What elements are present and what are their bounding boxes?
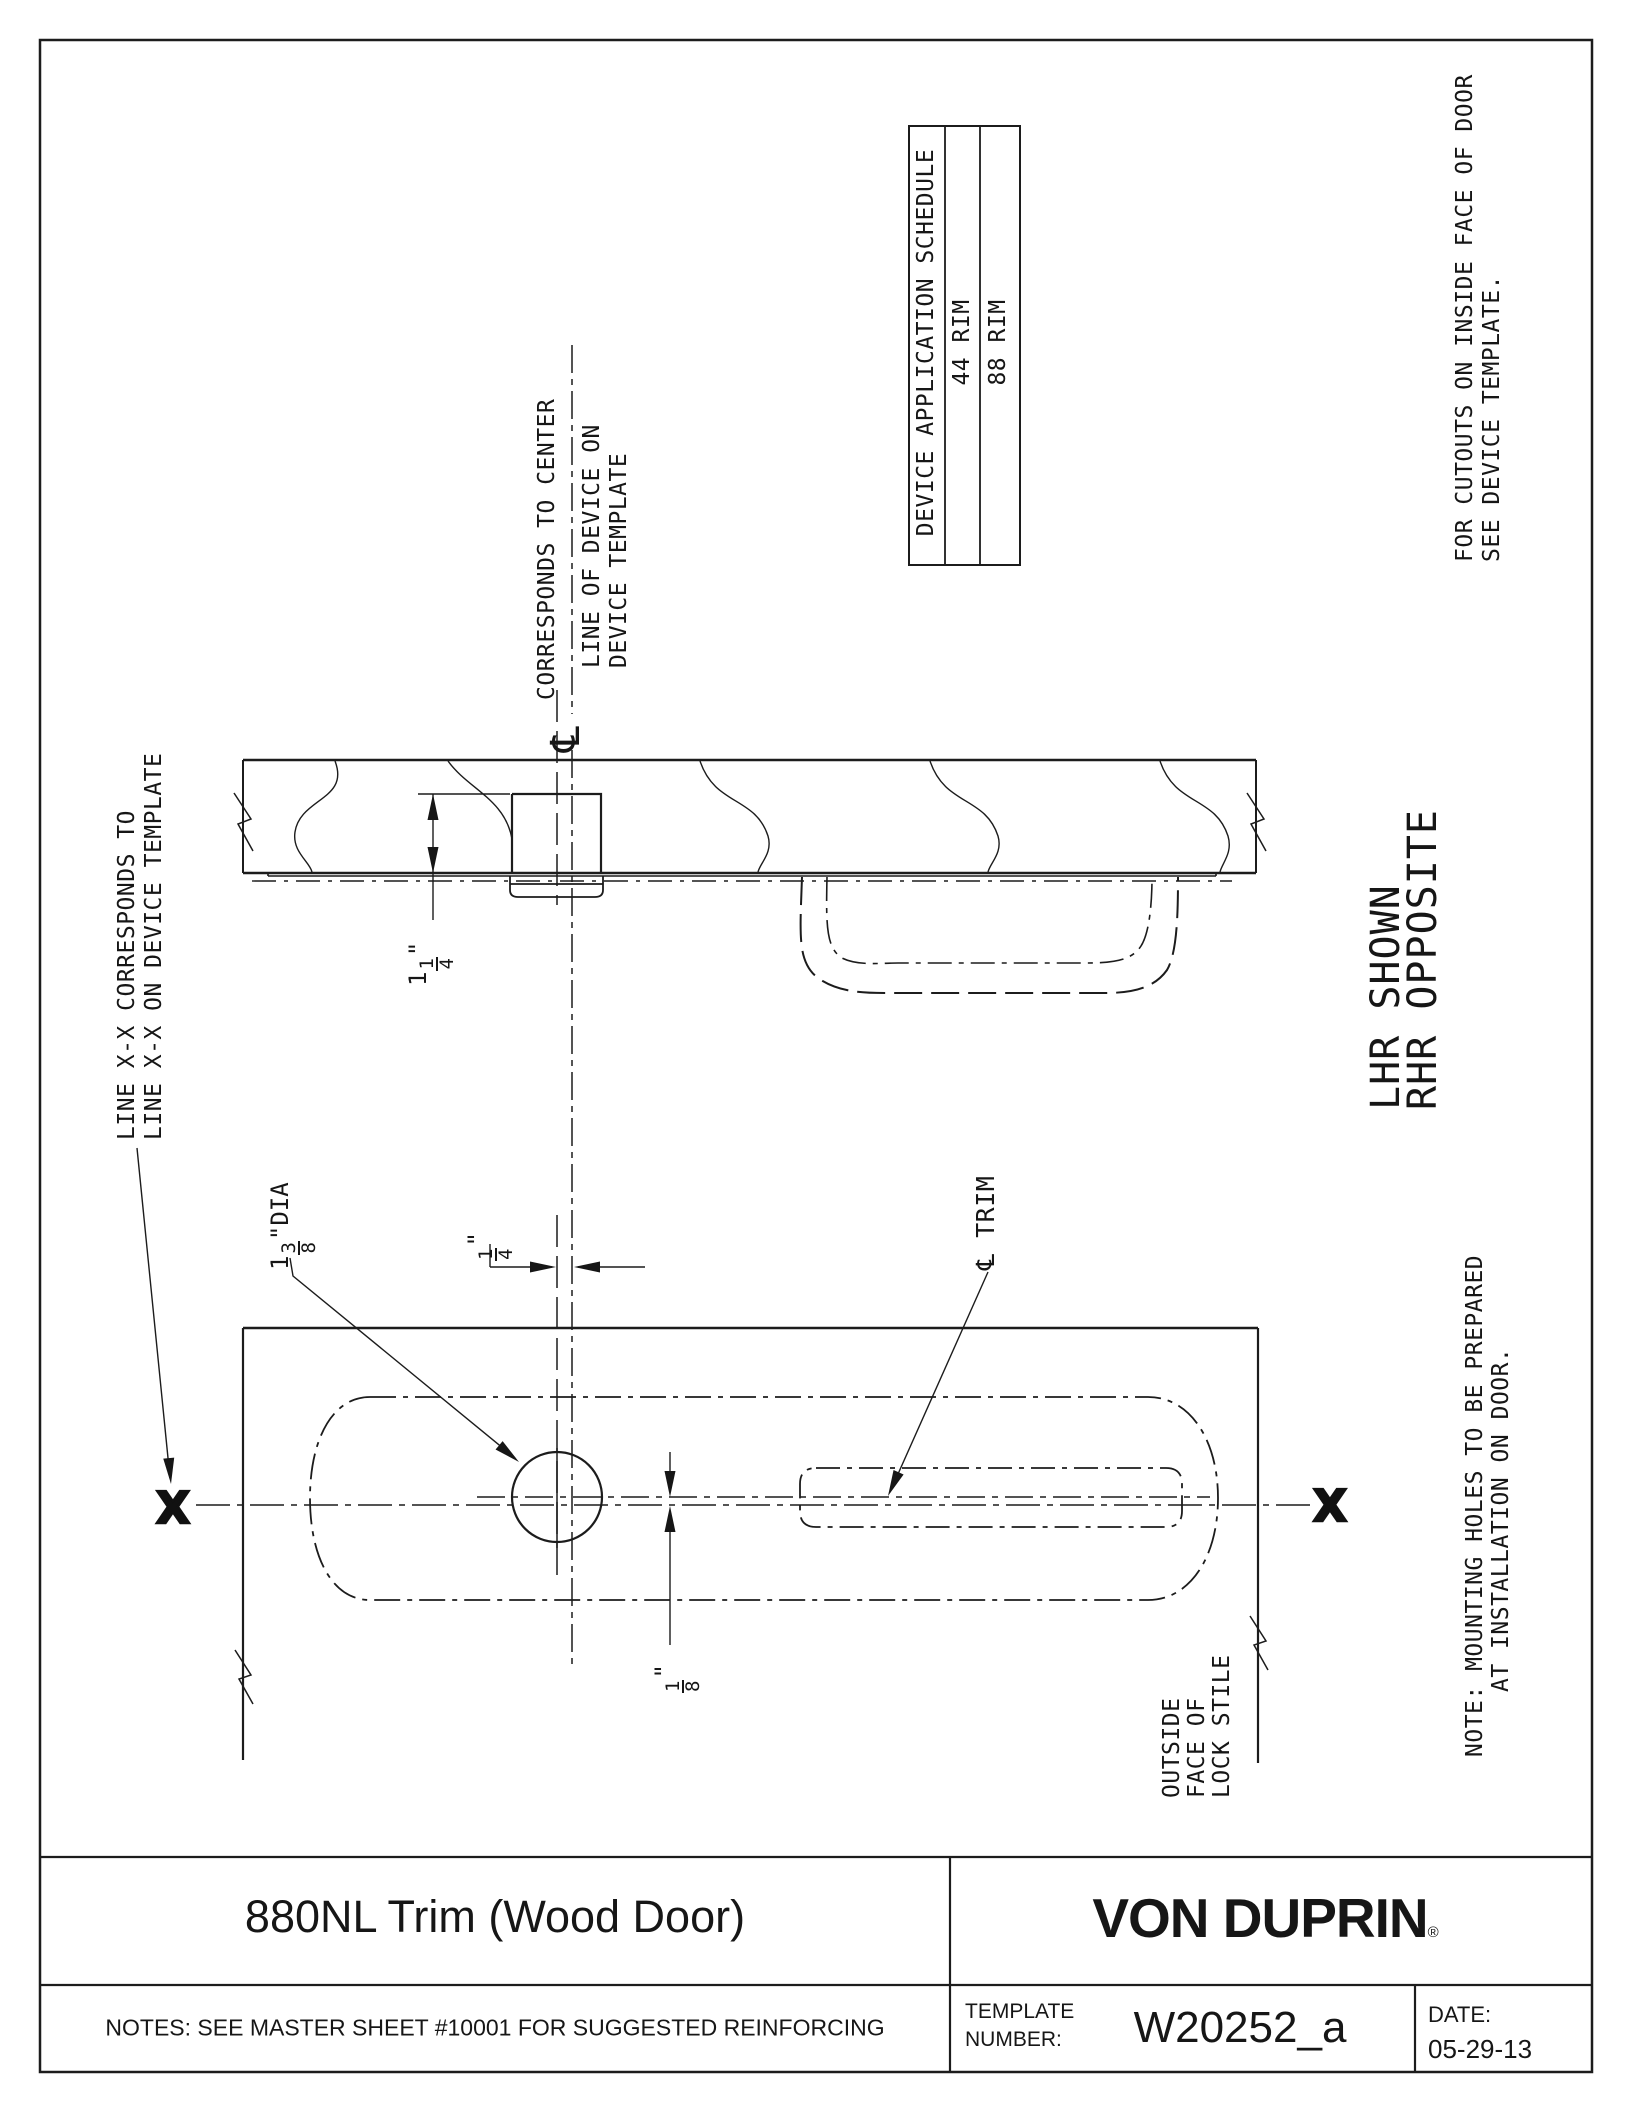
arrowheads xyxy=(163,794,904,1532)
mounting-note-line1: NOTE: MOUNTING HOLES TO BE PREPARED xyxy=(1462,1254,1488,1757)
x-marker-left: X xyxy=(156,1483,190,1534)
title-block-grid xyxy=(40,1855,1592,2072)
section-view xyxy=(233,758,1267,994)
cylinder-section xyxy=(510,792,603,873)
cutouts-note: FOR CUTOUTS ON INSIDE FACE OF DOOR SEE D… xyxy=(1452,74,1505,562)
outside-face-label: OUTSIDE FACE OF LOCK STILE xyxy=(1159,1654,1235,1798)
registered-mark: ® xyxy=(1427,1924,1439,1941)
plan-view xyxy=(136,1147,1316,1763)
corresponds-label-line1: CORRESPONDS TO CENTER xyxy=(534,398,560,700)
device-centerline-symbol: ℄ xyxy=(543,725,589,752)
mounting-note-line2: AT INSTALLATION ON DOOR. xyxy=(1488,1347,1514,1692)
date-label: DATE: xyxy=(1428,2002,1492,2027)
line-xx-label: LINE X-X CORRESPONDS TO LINE X-X ON DEVI… xyxy=(114,752,167,1140)
leader-line-xx xyxy=(136,1147,171,1479)
sheet-title: 880NL Trim (Wood Door) xyxy=(244,1891,746,1942)
leader-hole-dia xyxy=(289,1257,516,1459)
slot-outline xyxy=(799,1467,1183,1528)
x-marker-right: X xyxy=(1313,1481,1347,1532)
corresponds-label-line2: LINE OF DEVICE ON DEVICE TEMPLATE xyxy=(579,424,632,668)
brand-logo: VON DUPRIN® xyxy=(1092,1887,1439,1949)
handing-note: LHR SHOWN RHR OPPOSITE xyxy=(1363,809,1446,1110)
notes-line: NOTES: SEE MASTER SHEET #10001 FOR SUGGE… xyxy=(105,2014,885,2041)
leader-trim-centerline xyxy=(889,1271,989,1493)
sheet-border xyxy=(38,38,1594,2074)
schedule-row-44-rim: 44 RIM xyxy=(949,299,975,386)
handle-inner xyxy=(825,876,1153,965)
schedule-header: DEVICE APPLICATION SCHEDULE xyxy=(913,148,939,537)
template-number-value: W20252_a xyxy=(1133,2003,1347,2052)
handle-outer xyxy=(799,876,1179,994)
wood-grain xyxy=(294,760,1230,873)
date-value: 05-29-13 xyxy=(1428,2034,1533,2064)
trim-centerline-callout: ℄ TRIM xyxy=(971,1175,1000,1270)
trim-outline xyxy=(309,1396,1219,1601)
schedule-table-grid xyxy=(908,125,1021,566)
cylinder-flange xyxy=(509,876,604,898)
trim-plate-section xyxy=(252,873,1232,882)
schedule-row-88-rim: 88 RIM xyxy=(985,299,1011,386)
